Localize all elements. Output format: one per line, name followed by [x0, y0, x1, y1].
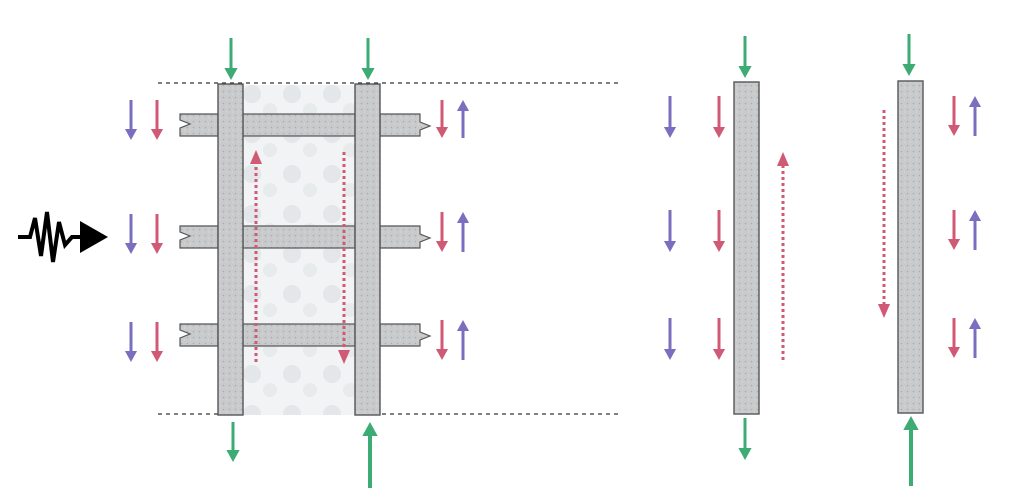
seismic-arrow-pier-a-3	[663, 318, 677, 360]
seismic-arrow-left-1	[124, 100, 138, 140]
shear-arrow-pier-a-3	[712, 318, 726, 360]
shear-flow-left-up-head	[250, 150, 262, 164]
shear-arrow-right-2	[435, 212, 449, 252]
slab-stub-left-middle	[179, 225, 219, 249]
gravity-arrow-top-right	[361, 38, 375, 80]
slab-stub-right-top	[379, 113, 432, 137]
slab-stub-right-bottom	[379, 323, 432, 347]
slab-stub-left-top	[179, 113, 219, 137]
shear-arrow-pier-b-2	[947, 210, 961, 250]
shear-arrow-right-1	[435, 100, 449, 138]
wall-pier-left	[217, 83, 244, 416]
isolated-wall-pier-a	[733, 81, 760, 415]
earthquake-zigzag-arrow-icon	[18, 211, 108, 263]
shear-flow-pier-b-down-head	[878, 304, 890, 318]
coupling-beam-middle	[242, 225, 356, 249]
shear-arrow-pier-a-1	[712, 96, 726, 138]
slab-stub-right-middle	[379, 225, 432, 249]
reaction-arrow-bottom-left	[226, 422, 240, 462]
shear-arrow-pier-a-2	[712, 210, 726, 252]
gravity-arrow-pier-b-top	[902, 34, 916, 76]
seismic-arrow-pier-a-2	[663, 210, 677, 252]
shear-arrow-left-1	[150, 100, 164, 140]
reaction-arrow-bottom-right	[362, 422, 378, 488]
shear-arrow-pier-b-1	[947, 96, 961, 136]
gravity-arrow-top-left	[224, 38, 238, 80]
uplift-arrow-right-1	[456, 100, 470, 138]
reaction-arrow-pier-b-bottom	[903, 416, 919, 486]
isolated-wall-pier-b	[897, 80, 924, 414]
coupling-beam-bottom	[242, 323, 356, 347]
uplift-arrow-right-3	[456, 320, 470, 360]
slab-stub-left-bottom	[179, 323, 219, 347]
shear-arrow-left-2	[150, 214, 164, 254]
shear-arrow-pier-b-3	[947, 318, 961, 358]
uplift-arrow-pier-b-2	[968, 210, 982, 250]
seismic-arrow-left-2	[124, 214, 138, 254]
shear-arrow-left-3	[150, 322, 164, 362]
wall-pier-right	[354, 83, 381, 416]
seismic-arrow-pier-a-1	[663, 96, 677, 138]
uplift-arrow-right-2	[456, 212, 470, 252]
force-arrows	[124, 34, 982, 488]
shear-flow-pier-a-up-head	[777, 152, 789, 166]
opening-infill	[243, 85, 355, 415]
seismic-arrow-left-3	[124, 322, 138, 362]
shear-arrow-right-3	[435, 320, 449, 360]
coupling-beam-top	[242, 113, 356, 137]
coupled-wall-system	[179, 83, 432, 416]
gravity-arrow-pier-a-top	[738, 36, 752, 78]
shear-flow-right-down-head	[338, 350, 350, 364]
uplift-arrow-pier-b-1	[968, 96, 982, 136]
uplift-arrow-pier-b-3	[968, 318, 982, 358]
gravity-arrow-pier-a-bottom	[738, 418, 752, 460]
